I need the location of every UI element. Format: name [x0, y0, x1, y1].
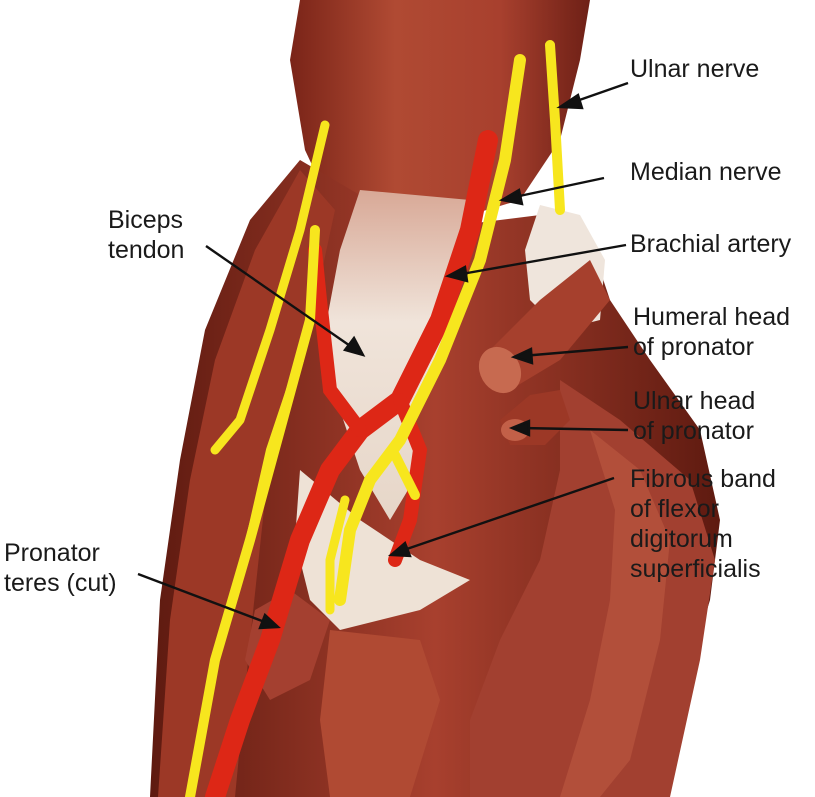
pronator-teres-arrowhead	[258, 612, 281, 630]
ulnar-head-of-pronator-label: Ulnar head of pronator	[633, 387, 756, 445]
ulnar-head-leader	[519, 426, 629, 432]
brachioradialis-muscle	[158, 170, 335, 797]
ulnar-head-arrowhead	[508, 419, 531, 437]
median-nerve-label: Median nerve	[630, 158, 782, 186]
brachial-artery-leader	[455, 243, 627, 277]
fibrous-band-label: Fibrous band of flexor digitorum superfi…	[630, 465, 776, 583]
pronator-teres-lower-shape	[320, 630, 440, 797]
pronator-teres-label: Pronator teres (cut)	[4, 539, 117, 597]
median-nerve-branch	[390, 450, 420, 500]
humeral-head-cut-surface	[478, 346, 522, 394]
biceps-tendon-leader	[205, 245, 357, 351]
brachial-artery-label: Brachial artery	[630, 230, 792, 258]
fibrous-band-arrowhead	[387, 540, 412, 558]
ulnar-nerve	[545, 40, 565, 215]
radial-nerve-branch	[241, 356, 304, 564]
median-nerve	[334, 54, 526, 606]
lateral-cutaneous-nerve	[210, 120, 330, 455]
humeral-head-leader	[521, 345, 629, 358]
flexor-muscle-highlight	[560, 430, 670, 797]
fibrous-band-leader	[397, 476, 615, 554]
ulnar-nerve-arrowhead	[556, 93, 584, 110]
median-nerve-leader	[509, 176, 605, 200]
biceps-tendon-arrowhead	[342, 335, 366, 357]
pronator-teres-leader	[137, 572, 271, 626]
humeral-head-of-pronator-label: Humeral head of pronator	[633, 303, 791, 361]
ulnar-nerve-label: Ulnar nerve	[630, 55, 760, 83]
superficial-radial-nerve	[325, 495, 350, 615]
humeral-head-arrowhead	[510, 347, 534, 365]
biceps-tendon-label: Biceps tendon	[108, 206, 185, 264]
median-nerve-arrowhead	[498, 188, 524, 206]
flexor-muscle-group	[470, 380, 715, 797]
leader-lines	[137, 81, 629, 630]
brachial-artery-arrowhead	[444, 265, 469, 283]
